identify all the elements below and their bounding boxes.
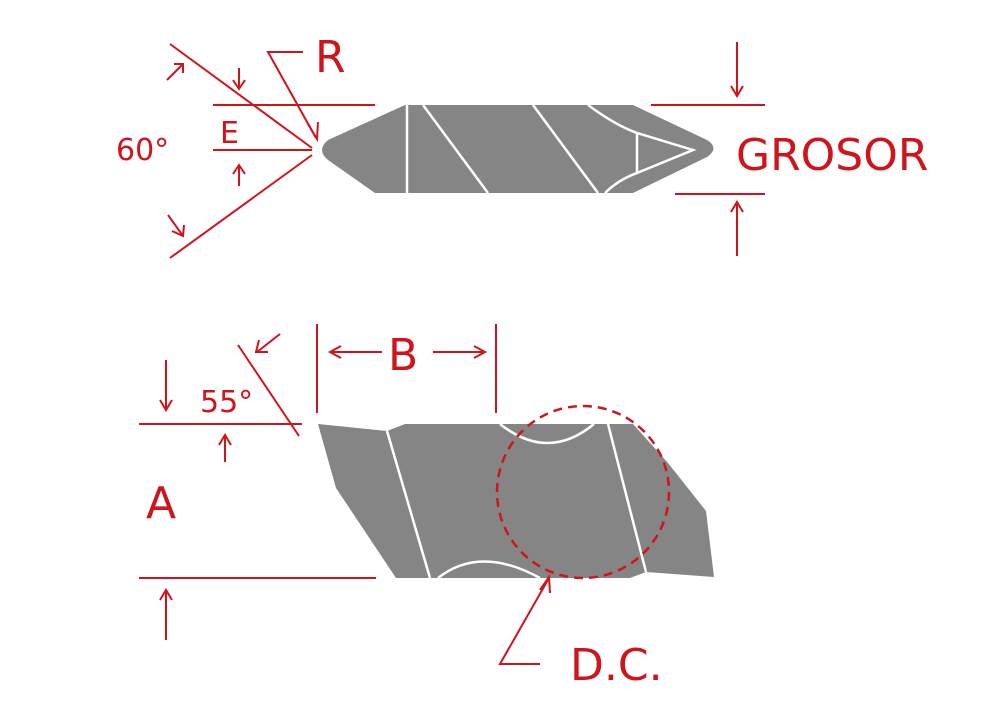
arrowhead [327, 345, 342, 359]
insert-side-profile [322, 105, 714, 193]
arrowhead [232, 163, 246, 175]
r-leader-line [266, 51, 317, 139]
facet-line [421, 104, 490, 194]
label-a: A [146, 478, 176, 529]
arrowhead [174, 63, 184, 73]
facet-line [606, 423, 648, 573]
facet-line [531, 104, 600, 194]
label-b: B [388, 330, 418, 381]
dc-leader-line [498, 577, 550, 665]
arrowhead [473, 345, 488, 359]
arrowhead [218, 433, 232, 446]
angle-line-lower [169, 154, 313, 259]
label-e: E [220, 116, 239, 151]
arrowhead [730, 85, 744, 98]
label-r: R [315, 32, 346, 83]
label-55-degrees: 55° [200, 385, 253, 420]
arrowhead [539, 574, 551, 594]
chipbreaker-arc-top [499, 423, 595, 445]
arrowhead [232, 79, 246, 91]
label-dc: D.C. [570, 640, 663, 691]
top-view: R E 60° GROSOR [116, 32, 928, 259]
angle-arrow-upper [166, 63, 184, 81]
arrowhead [159, 588, 173, 601]
arrowhead [254, 339, 268, 353]
facet-tip-line [587, 103, 697, 194]
insert-top-profile [318, 424, 714, 578]
arrowhead [159, 399, 173, 412]
label-60-degrees: 60° [116, 133, 169, 168]
angle-arrow-lower [167, 214, 184, 237]
angle-55-arrow [256, 333, 281, 353]
angle-55-line [237, 344, 300, 437]
facet-line [385, 430, 432, 579]
arrowhead [171, 224, 185, 238]
bottom-view: 55° B A D.C. [139, 324, 714, 691]
arrowhead [730, 200, 744, 213]
chipbreaker-arc-bottom [437, 560, 541, 580]
arrowhead [307, 121, 319, 143]
inscribed-circle-dc [495, 404, 671, 580]
label-grosor: GROSOR [736, 130, 928, 181]
angle-line-upper [169, 43, 313, 149]
